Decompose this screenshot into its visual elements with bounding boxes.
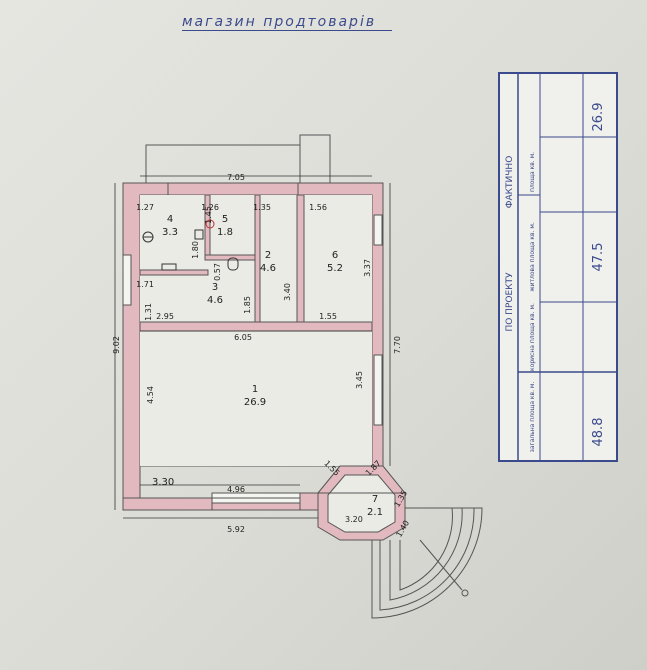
dimension-lines: [114, 175, 391, 519]
room-number: 7: [372, 494, 378, 505]
dimension-label: 1.35: [253, 203, 271, 212]
dimension-label: 3.37: [363, 259, 372, 277]
dimension-label: 1.45: [204, 206, 213, 224]
entrance-bay: [317, 465, 406, 541]
room-area: 4.6: [260, 263, 276, 274]
dimension-label: 5.92: [227, 525, 245, 534]
left-window: [122, 214, 383, 426]
dimension-label: 1.26: [201, 203, 219, 212]
room-area: 2.1: [367, 507, 383, 518]
room-area: 1.8: [217, 227, 233, 238]
room-number: 5: [222, 214, 228, 225]
table-header-right: ФАКТИЧНО: [505, 156, 515, 209]
table-row-label: загальна площа кв. м.: [529, 382, 536, 453]
room-number: 6: [332, 250, 338, 261]
rear-annex: [145, 134, 331, 195]
room-area: 5.2: [327, 263, 343, 274]
dimension-label: 7.70: [393, 336, 402, 354]
dimension-label: 1.31: [144, 303, 153, 321]
dimension-label: 2.95: [156, 312, 174, 321]
total-area-value: 48.8: [591, 418, 606, 447]
room-area: 3.3: [162, 227, 178, 238]
table-row-label: житлова площа кв. м.: [529, 222, 536, 292]
room-number: 2: [265, 250, 271, 261]
dimension-label: 1.56: [309, 203, 327, 212]
dimension-label: 4.54: [146, 386, 155, 404]
entrance-steps: [371, 507, 483, 619]
dimension-label: 1.71: [136, 280, 154, 289]
table-row-label: корисна площа кв. м.: [529, 303, 536, 371]
dimension-label: 9.02: [112, 336, 121, 354]
dimension-label: 3.40: [283, 283, 292, 301]
dimension-label: 1.85: [243, 296, 252, 314]
dimension-label: 1.55: [319, 312, 337, 321]
useful-area-value: 47.5: [591, 243, 606, 272]
area-summary-table: ПО ПРОЕКТУ ФАКТИЧНО загальна площа кв. м. к…: [498, 72, 618, 462]
table-header-left: ПО ПРОЕКТУ: [505, 272, 515, 332]
room-area: 26.9: [244, 397, 266, 408]
dimension-label: 7.05: [227, 173, 245, 182]
table-row-label: площа кв. м.: [529, 152, 536, 192]
living-area-value: 26.9: [591, 103, 606, 132]
room-labels: 1 26.9 2 4.6 3 4.6 4 3.3 5 1.8 6 5.2 7 2.1 3.30 3.20 7.0…: [112, 173, 411, 539]
ceiling-height: 3.20: [345, 515, 363, 524]
room-number: 1: [252, 384, 258, 395]
dimension-label: 6.05: [234, 333, 252, 342]
area-summary-grid: ПО ПРОЕКТУ ФАКТИЧНО загальна площа кв. м. к…: [498, 72, 618, 462]
dimension-label: 4.96: [227, 485, 245, 494]
dimension-label: 0.57: [213, 263, 222, 281]
plan-title: магазин продтоварів: [182, 14, 392, 31]
room-area: 4.6: [207, 295, 223, 306]
dimension-label: 1.27: [136, 203, 154, 212]
dimension-label: 3.45: [355, 371, 364, 389]
room-number: 4: [167, 214, 173, 225]
sanitary-fixtures: [142, 219, 239, 271]
ceiling-height: 3.30: [152, 477, 174, 488]
bottom-window: [211, 492, 301, 504]
dimension-label: 1.80: [191, 241, 200, 259]
room-number: 3: [212, 282, 218, 293]
